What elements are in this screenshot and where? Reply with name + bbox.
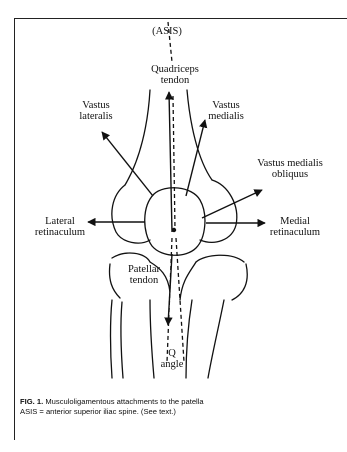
arrow-vmo [202,190,262,218]
label-vastus-lateralis: Vastus lateralis [68,100,124,122]
label-vastus-medialis-obliquus: Vastus medialis obliquus [244,158,336,180]
caption-text-1: Musculoligamentous attachments to the pa… [45,397,203,406]
label-patellar-tendon: Patellar tendon [118,264,170,286]
q-line-upper [173,96,175,230]
figure-caption: FIG. 1. Musculoligamentous attachments t… [20,397,347,417]
label-q-angle: Q angle [150,348,194,370]
label-lateral-retinaculum: Lateral retinaculum [28,216,92,238]
arrow-vastus-medialis [186,120,205,196]
arrow-vastus-lateralis [102,132,153,196]
label-asis: (ASIS) [137,26,197,37]
tibia-shaft-right [208,300,224,378]
label-medial-retinaculum: Medial retinaculum [262,216,328,238]
femur-shaft-left [125,90,150,185]
arrow-quadriceps [169,92,172,232]
medial-condyle [200,180,237,242]
lateral-condyle [112,185,150,243]
label-quadriceps-tendon: Quadriceps tendon [140,64,210,86]
label-vastus-medialis: Vastus medialis [198,100,254,122]
figure-number: FIG. 1. [20,397,43,406]
caption-line-1: FIG. 1. Musculoligamentous attachments t… [20,397,347,407]
fibula [111,300,124,378]
caption-line-2: ASIS = anterior superior iliac spine. (S… [20,407,347,417]
